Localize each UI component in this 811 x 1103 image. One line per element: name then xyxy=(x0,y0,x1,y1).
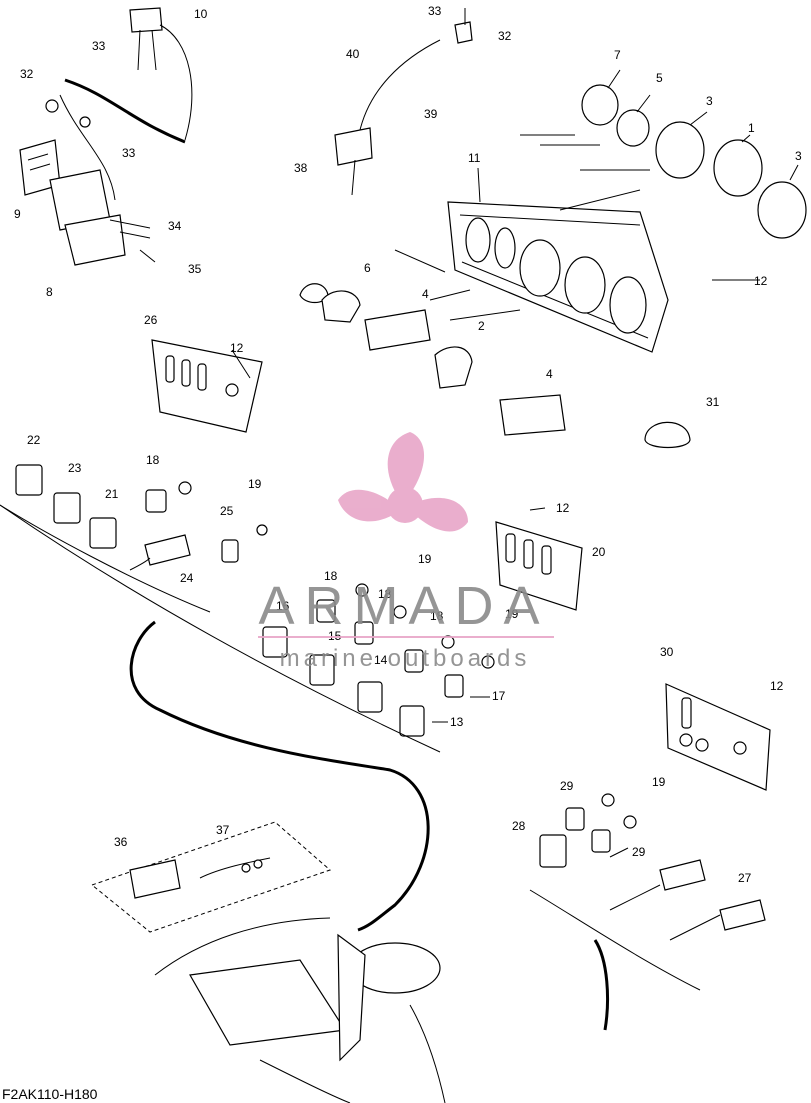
callout-17: 17 xyxy=(492,689,506,703)
callout-14: 14 xyxy=(374,653,388,667)
callout-3: 3 xyxy=(795,149,802,163)
callout-37: 37 xyxy=(216,823,230,837)
callout-31: 31 xyxy=(706,395,720,409)
callout-26: 26 xyxy=(144,313,158,327)
callout-16: 16 xyxy=(276,599,290,613)
callout-numbers: 1 2 3 3 4 4 5 6 7 8 9 10 11 12 12 12 12 … xyxy=(14,4,802,885)
switch-plate-26 xyxy=(151,339,263,433)
callout-27: 27 xyxy=(738,871,752,885)
callout-29: 29 xyxy=(632,845,646,859)
armada-watermark: ARMADA marine outboards xyxy=(258,432,554,672)
callout-12: 12 xyxy=(230,341,244,355)
callout-32: 32 xyxy=(498,29,512,43)
callout-6: 6 xyxy=(364,261,371,275)
callout-32: 32 xyxy=(20,67,34,81)
switch-cluster-left xyxy=(0,464,268,613)
callout-21: 21 xyxy=(105,487,119,501)
callout-19: 19 xyxy=(418,552,432,566)
callout-7: 7 xyxy=(614,48,621,62)
gauge-cluster xyxy=(299,84,807,436)
relay-assembly xyxy=(19,7,193,266)
callout-39: 39 xyxy=(424,107,438,121)
callout-30: 30 xyxy=(660,645,674,659)
callout-4: 4 xyxy=(546,367,553,381)
helm-console xyxy=(154,917,446,1103)
callout-10: 10 xyxy=(194,7,208,21)
callout-29: 29 xyxy=(560,779,574,793)
diagram-code: F2AK110-H180 xyxy=(2,1086,98,1102)
leader-lines xyxy=(231,69,799,858)
callout-5: 5 xyxy=(656,71,663,85)
callout-20: 20 xyxy=(592,545,606,559)
callout-36: 36 xyxy=(114,835,128,849)
callout-12: 12 xyxy=(770,679,784,693)
callout-38: 38 xyxy=(294,161,308,175)
lanyard-switch-assembly xyxy=(334,8,473,196)
callout-12: 12 xyxy=(556,501,570,515)
callout-24: 24 xyxy=(180,571,194,585)
callout-22: 22 xyxy=(27,433,41,447)
callout-1: 1 xyxy=(748,121,755,135)
callout-19: 19 xyxy=(505,607,519,621)
switch-cluster-right xyxy=(529,793,766,991)
callout-8: 8 xyxy=(46,285,53,299)
callout-13: 13 xyxy=(450,715,464,729)
callout-19: 19 xyxy=(652,775,666,789)
callout-40: 40 xyxy=(346,47,360,61)
callout-2: 2 xyxy=(478,319,485,333)
callout-18: 18 xyxy=(378,587,392,601)
harness-lead-right xyxy=(593,939,610,1031)
callout-18: 18 xyxy=(146,453,160,467)
callout-35: 35 xyxy=(188,262,202,276)
callout-25: 25 xyxy=(220,504,234,518)
callout-33: 33 xyxy=(92,39,106,53)
switch-plate-20 xyxy=(495,521,583,611)
propeller-logo-icon xyxy=(338,432,468,532)
callout-18: 18 xyxy=(430,609,444,623)
callout-23: 23 xyxy=(68,461,82,475)
callout-12: 12 xyxy=(754,274,768,288)
connector-inset xyxy=(90,821,331,933)
callout-34: 34 xyxy=(168,219,182,233)
callout-19: 19 xyxy=(248,477,262,491)
callout-18: 18 xyxy=(324,569,338,583)
callout-33: 33 xyxy=(428,4,442,18)
callout-11: 11 xyxy=(468,151,481,165)
callout-3: 3 xyxy=(706,94,713,108)
rubber-cap-31 xyxy=(644,421,691,449)
main-harness xyxy=(129,620,430,932)
switch-cluster-middle xyxy=(0,504,495,753)
watermark-brand: ARMADA xyxy=(258,576,549,636)
switch-plate-30 xyxy=(665,683,771,791)
callout-4: 4 xyxy=(422,287,429,301)
callout-33: 33 xyxy=(122,146,136,160)
callout-9: 9 xyxy=(14,207,21,221)
callout-28: 28 xyxy=(512,819,526,833)
watermark-tagline: marine outboards xyxy=(280,645,531,672)
